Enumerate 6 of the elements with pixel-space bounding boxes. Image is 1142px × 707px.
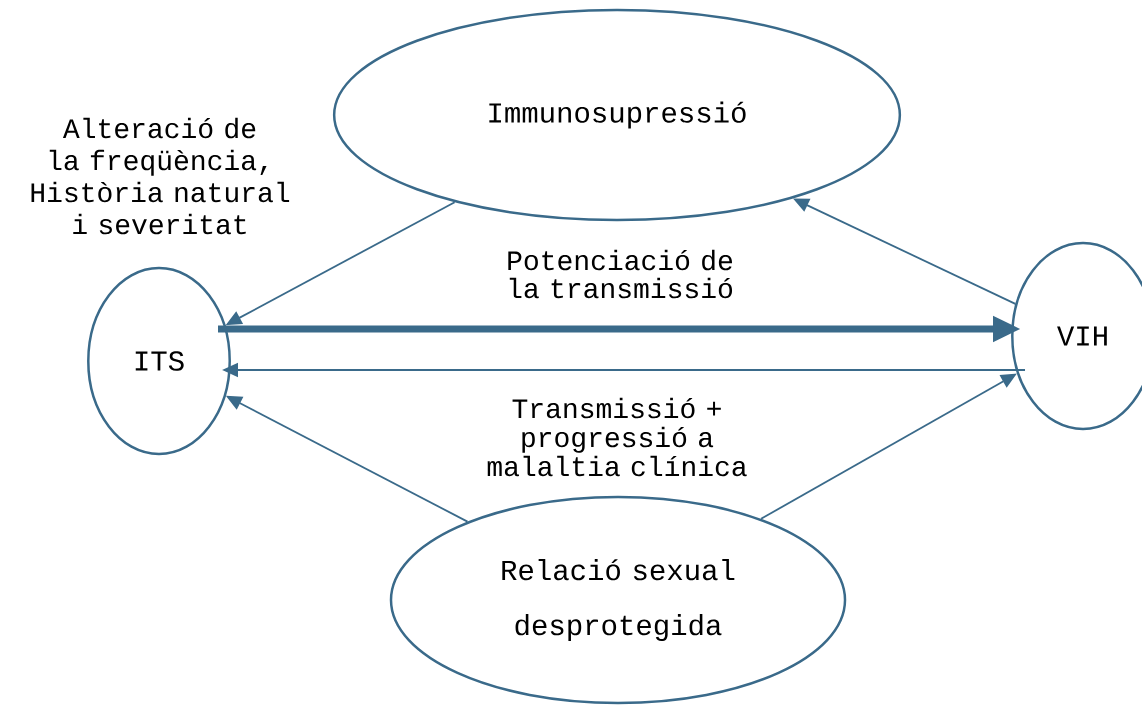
edge-label: Transmissió + progressió a malaltia clínica (487, 397, 747, 477)
ellipse-node: ITS (87, 266, 231, 456)
ellipse-node: Relació sexual desprotegida (389, 495, 847, 705)
edge-label: Potenciació de la transmissió (508, 249, 733, 299)
ellipse-node: Immunosupressió (332, 8, 902, 222)
edge-label: Alteració de la freqüència, Història natural i severitat (31, 117, 290, 235)
